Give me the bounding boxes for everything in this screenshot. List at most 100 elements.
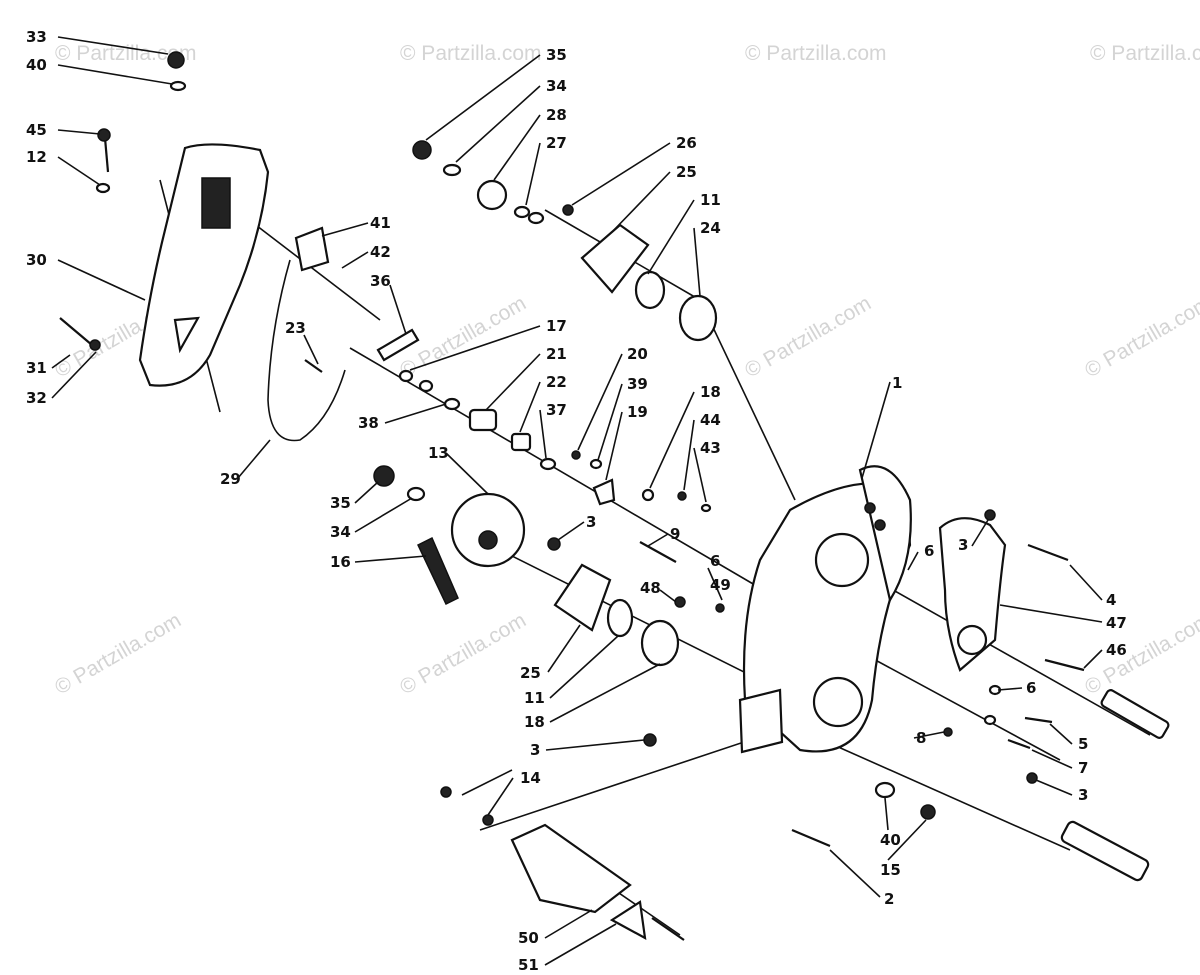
screwdriver	[1060, 820, 1150, 882]
axis-line	[479, 729, 781, 831]
leader-line	[647, 533, 669, 547]
washer-40b	[874, 781, 896, 799]
leader-line	[683, 419, 695, 491]
leader-line	[354, 481, 379, 504]
leader-line	[51, 351, 97, 399]
washer-17b	[418, 379, 434, 393]
snap-ring-11b	[606, 598, 634, 638]
washer-38	[443, 397, 461, 411]
washer-34	[442, 163, 462, 177]
leader-line	[341, 251, 369, 269]
callout-46: 46	[1106, 641, 1127, 659]
callout-35-lower: 35	[330, 494, 351, 512]
leader-line	[861, 381, 891, 479]
bolt-46	[1044, 658, 1085, 672]
leader-line	[829, 849, 881, 898]
callout-7: 7	[1078, 759, 1088, 777]
axis-line	[349, 347, 761, 589]
axis-line	[799, 729, 1071, 851]
leader-line	[887, 819, 927, 861]
leader-line	[997, 687, 1023, 691]
sprocket-13	[450, 492, 526, 568]
leader-line	[1031, 749, 1073, 769]
watermark: © Partzilla.com	[55, 42, 197, 65]
bushing-22	[510, 432, 532, 452]
callout-34: 34	[546, 77, 567, 95]
leader-line	[455, 85, 541, 163]
callout-13: 13	[428, 444, 449, 462]
chain-16	[417, 536, 459, 606]
pin-23	[304, 359, 323, 373]
lower-parts	[440, 733, 1150, 941]
bearing-18	[640, 619, 680, 667]
callout-25: 25	[676, 163, 697, 181]
tensioner-plate	[938, 509, 1170, 784]
sprocket-hub	[478, 530, 498, 550]
bracket-19	[592, 478, 616, 506]
bearing-24	[678, 294, 718, 342]
leader-line	[445, 452, 489, 495]
washer-17a	[398, 369, 414, 383]
leader-line	[907, 551, 919, 571]
nut-35	[412, 140, 432, 160]
callout-1: 1	[892, 374, 902, 392]
leader-line	[487, 777, 514, 816]
callout-39: 39	[627, 375, 648, 393]
leader-line	[544, 909, 593, 939]
cover-outline	[138, 143, 270, 387]
leader-line	[461, 769, 513, 796]
bolt-45	[103, 137, 110, 173]
leader-line	[389, 284, 407, 335]
callout-14: 14	[520, 769, 541, 787]
washer-27b	[527, 211, 545, 225]
dipstick-29	[267, 259, 346, 442]
callout-47: 47	[1106, 614, 1127, 632]
bracket-50	[510, 823, 632, 914]
leader-line	[971, 519, 989, 547]
axis-line	[699, 299, 796, 501]
sprocket-28	[476, 179, 508, 211]
cover-window	[173, 316, 200, 354]
lower-bore	[812, 676, 864, 728]
callout-2: 2	[884, 890, 894, 908]
roller-21	[468, 408, 498, 432]
callout-37: 37	[546, 401, 567, 419]
leader-line	[519, 381, 541, 433]
watermark: © Partzilla.com	[741, 292, 875, 383]
washer-34b	[406, 486, 426, 502]
callout-41: 41	[370, 214, 391, 232]
callout-16: 16	[330, 553, 351, 571]
callout-26: 26	[676, 134, 697, 152]
nut-33	[167, 51, 185, 69]
callout-30: 30	[26, 251, 47, 269]
callout-50: 50	[518, 929, 539, 947]
leader-line	[425, 54, 541, 141]
leader-line	[57, 156, 101, 186]
leader-line	[549, 635, 619, 699]
watermark: © Partzilla.com	[396, 609, 530, 700]
callout-22: 22	[546, 373, 567, 391]
callout-45: 45	[26, 121, 47, 139]
leader-line	[493, 114, 541, 181]
callout-32: 32	[26, 389, 47, 407]
washer-37	[539, 457, 557, 471]
callout-51: 51	[518, 956, 539, 974]
leader-line	[409, 325, 541, 371]
callout-6-right: 6	[924, 542, 934, 560]
washer-14	[482, 814, 494, 826]
leader-line	[539, 409, 547, 459]
leader-line	[485, 353, 541, 411]
washer-32	[89, 339, 101, 351]
leader-line	[571, 142, 671, 206]
washer-12	[95, 182, 111, 194]
plate-47	[938, 517, 1007, 672]
callout-48: 48	[640, 579, 661, 597]
tool-handle	[1100, 689, 1170, 739]
bearing-flange-25b	[553, 563, 612, 632]
washer-40	[169, 80, 187, 92]
leader-line	[605, 411, 623, 481]
leader-line	[57, 129, 101, 135]
callout-15: 15	[880, 861, 901, 879]
leader-line	[544, 923, 617, 966]
